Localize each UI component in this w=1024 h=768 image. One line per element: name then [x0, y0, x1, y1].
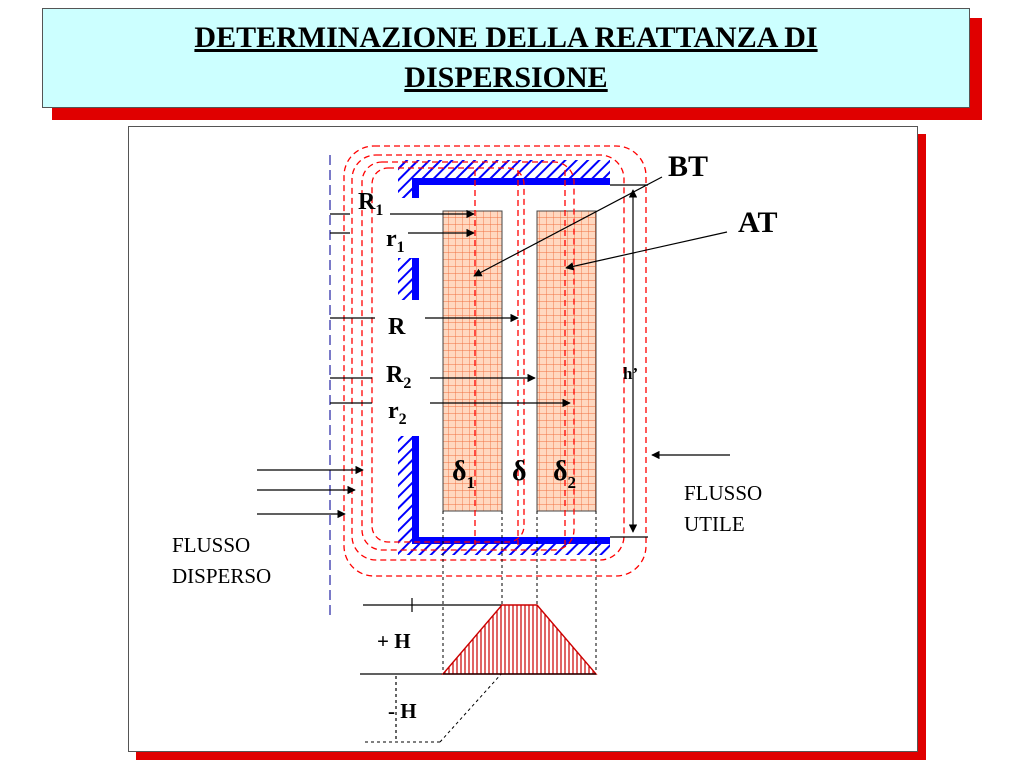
- title-box: DETERMINAZIONE DELLA REATTANZA DI DISPER…: [42, 8, 970, 108]
- at-winding: [536, 210, 597, 512]
- h-distribution-trapezoid: [441, 604, 598, 675]
- bt-winding: [442, 210, 503, 512]
- h-prime-label: h’: [623, 364, 638, 383]
- at-leader: [565, 231, 728, 271]
- flux-lines: [343, 145, 647, 577]
- r2-big-label: R2: [386, 362, 411, 392]
- r1-big-label: R1: [358, 189, 383, 219]
- delta-label: δ: [512, 456, 527, 487]
- flusso-disperso-label-2: DISPERSO: [172, 564, 271, 588]
- flusso-disperso-arrows: [257, 465, 364, 519]
- flusso-utile-label-2: UTILE: [684, 512, 745, 536]
- r1-small-label: r1: [386, 226, 405, 256]
- radius-ticks: [330, 213, 375, 404]
- projection-lines: [365, 511, 597, 743]
- at-label: AT: [738, 206, 777, 239]
- r-label: R: [388, 314, 406, 340]
- bt-label: BT: [668, 150, 708, 183]
- plus-h-label: + H: [377, 629, 411, 653]
- delta1-label: δ1: [452, 456, 475, 492]
- r2-small-label: r2: [388, 398, 407, 428]
- page-title: DETERMINAZIONE DELLA REATTANZA DI DISPER…: [194, 21, 818, 94]
- flusso-disperso-label-1: FLUSSO: [172, 533, 250, 557]
- minus-h-label: - H: [388, 699, 417, 723]
- delta2-label: δ2: [553, 456, 576, 492]
- flusso-utile-label-1: FLUSSO: [684, 481, 762, 505]
- radius-arrows: [390, 209, 571, 408]
